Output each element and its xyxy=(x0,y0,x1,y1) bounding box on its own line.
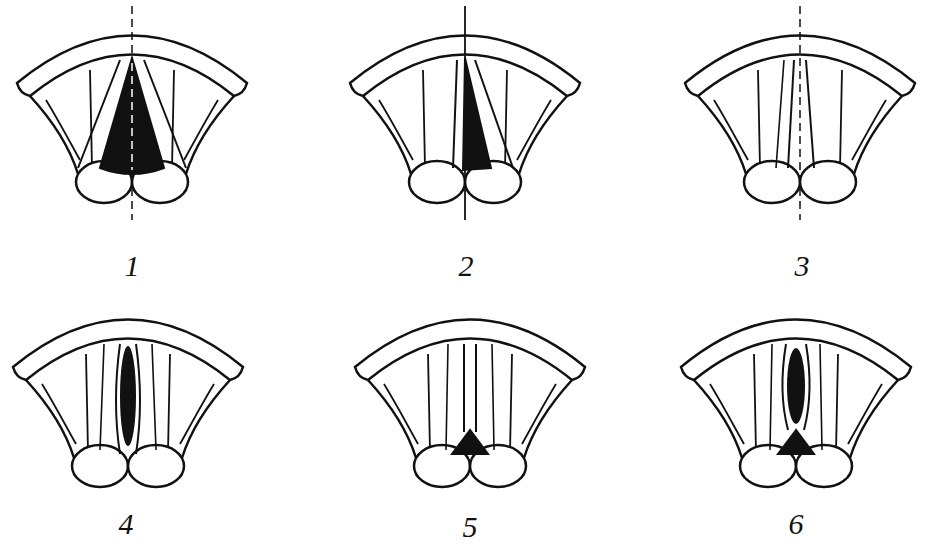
figure-number: 1 xyxy=(125,251,140,281)
larynx-view xyxy=(681,320,911,488)
figure-number: 5 xyxy=(463,512,478,542)
figure-number: 6 xyxy=(789,509,804,539)
larynx-view xyxy=(685,6,915,220)
figure-number: 4 xyxy=(119,509,134,539)
larynx-view xyxy=(17,6,247,220)
larynx-view xyxy=(13,320,243,488)
figure-number: 3 xyxy=(795,251,810,281)
larynx-view xyxy=(350,6,580,220)
figure-number: 2 xyxy=(459,251,474,281)
larynx-view xyxy=(355,320,585,488)
